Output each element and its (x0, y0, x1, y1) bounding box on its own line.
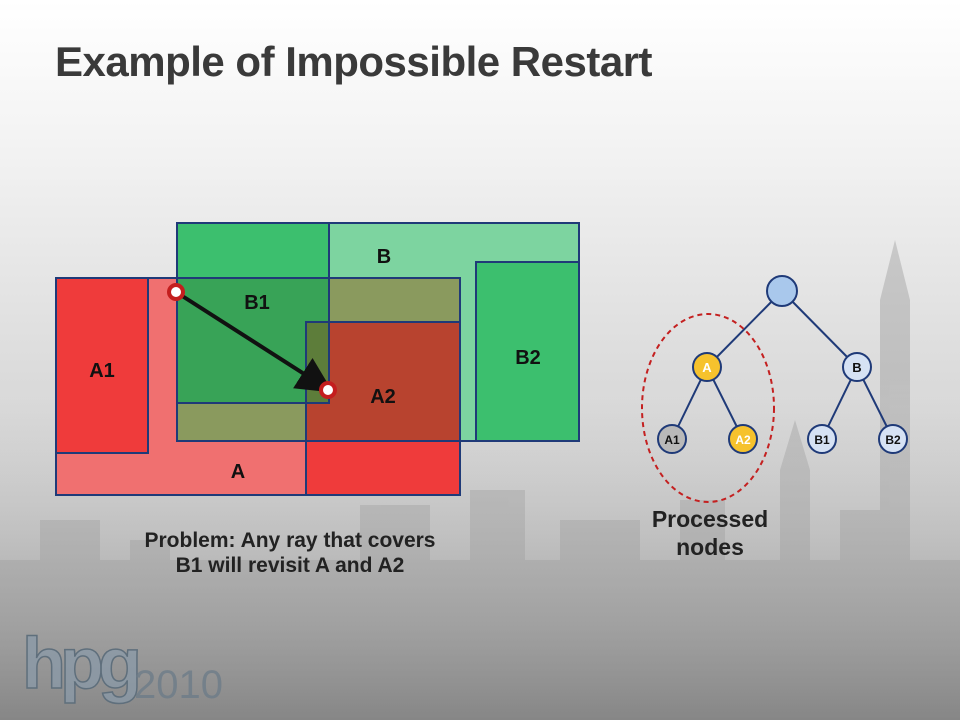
problem-caption-line-1: Problem: Any ray that covers (144, 529, 436, 552)
problem-caption-line-2: B1 will revisit A and A2 (175, 554, 405, 578)
label-a1: A1 (89, 360, 115, 382)
tree-node-a1 (657, 424, 687, 454)
logo-year: 2010 (134, 663, 222, 707)
tree-label-b2: B2 (885, 433, 901, 447)
label-b2: B2 (515, 347, 541, 369)
processed-nodes-caption: Processed nodes (615, 506, 805, 561)
processed-caption-line-2: nodes (676, 533, 744, 560)
tree-node-b2 (878, 424, 908, 454)
processed-nodes-ellipse (641, 313, 775, 503)
slide-title: Example of Impossible Restart (55, 38, 653, 85)
tree-label-b1: B1 (814, 433, 830, 447)
hpg-2010-logo: hpg 2010 (22, 623, 222, 707)
problem-caption: Problem: Any ray that covers B1 will rev… (95, 528, 485, 578)
logo-mark: hpg (22, 624, 138, 704)
tree-label-a: A (702, 360, 712, 375)
label-a: A (231, 461, 245, 483)
tree-node-root (766, 275, 798, 307)
tree-node-b (842, 352, 872, 382)
ray-arrow (174, 290, 334, 393)
ray-end-point (319, 381, 337, 399)
box-b2 (475, 261, 580, 442)
processed-caption-line-1: Processed (651, 506, 769, 532)
tree-node-a2 (728, 424, 758, 454)
label-b1: B1 (244, 292, 270, 314)
tree-node-b1 (807, 424, 837, 454)
tree-label-b: B (852, 360, 861, 375)
tree-label-a1: A1 (664, 433, 680, 447)
tree-label-a2: A2 (735, 433, 751, 447)
ray-origin-point (167, 283, 185, 301)
label-a2: A2 (370, 386, 396, 408)
label-b: B (377, 246, 391, 268)
tree-node-a (692, 352, 722, 382)
box-a1 (55, 277, 149, 454)
